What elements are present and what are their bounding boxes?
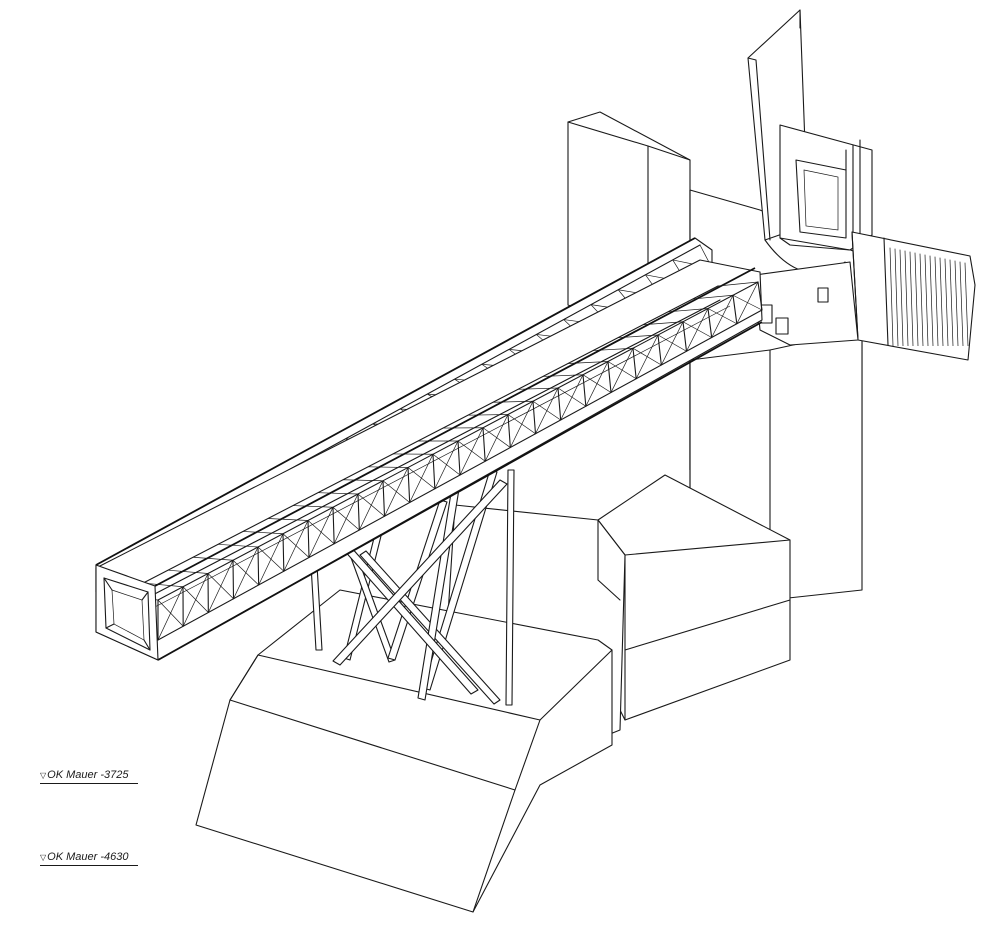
corrugation-rib [894,248,899,347]
corrugation-rib [944,258,949,347]
corrugation-rib [939,257,944,347]
corrugation-rib [904,250,909,347]
deck-stringer [119,299,721,613]
truss-diagonal [510,401,534,448]
truss-diagonal [535,387,559,434]
truss-diagonal [208,560,234,613]
truss-diagonal [585,361,609,407]
corrugation-rib [889,247,894,347]
level-rule-1 [40,783,138,784]
corrugation-rib [934,256,939,347]
truss-post [632,347,637,380]
deck-member [467,414,509,416]
truss-post [232,559,235,600]
truss-diagonal [359,480,384,531]
level-text: OK Mauer -4630 [47,851,129,863]
corrugation-rib [914,252,919,347]
deck-member [167,569,209,574]
deck-member [717,281,759,287]
corrugation-rib [919,253,924,347]
truss-diagonal [157,586,184,641]
truss-diagonal [736,281,759,324]
truss-post [557,387,562,421]
truss-diagonal [686,308,709,352]
corrugation-rib [899,249,904,347]
truss-diagonal [409,454,434,503]
corrugation-rib [929,255,934,347]
bridge-portal-end [95,564,159,661]
truss-post [757,281,763,311]
deck-member [692,294,734,300]
foreground-pedestal [195,589,613,913]
truss-diagonal [635,334,659,379]
truss-diagonal [610,348,634,393]
deck-member [317,492,359,495]
truss-post [532,400,537,435]
truss-diagonal [182,573,209,627]
truss-diagonal [434,440,459,489]
truss-post [482,427,486,462]
deck-member [517,387,559,390]
deck-member [292,505,334,508]
truss-post [457,440,461,476]
corrugation-rib [954,260,959,347]
deck-member [192,556,234,561]
truss-diagonal [661,321,684,366]
truss-diagonal [384,467,409,517]
level-marker-icon: ▽ [40,771,47,780]
bearing-shelf [754,261,859,346]
corrugated-end-block [851,231,976,361]
truss-diagonal [459,427,484,476]
support-struts [309,469,515,706]
deck-member [242,531,284,535]
truss-diagonal [233,546,259,599]
truss-post [707,307,713,339]
level-label-1: ▽OK Mauer -3725 [40,769,128,781]
truss-post [582,374,587,407]
truss-post [682,321,688,352]
gate-structure [747,9,873,274]
deck-member [642,321,684,326]
deck-member [267,518,309,521]
truss-post [732,294,738,325]
corrugation-rib [964,262,969,347]
truss-diagonal [333,493,359,544]
deck-member [342,479,384,482]
corrugation-rib [909,251,914,347]
truss-diagonal [711,295,734,338]
level-marker-icon: ▽ [40,853,47,862]
truss-post [407,466,411,504]
corrugation-rib [959,261,964,347]
deck-member [217,543,259,548]
truss-diagonal [560,374,584,421]
level-label-2: ▽OK Mauer -4630 [40,851,128,863]
truss-post [357,493,360,531]
truss-post [382,480,386,517]
level-rule-2 [40,865,138,866]
level-text: OK Mauer -3725 [47,769,129,781]
truss-post [432,453,436,490]
corrugation-rib [924,254,929,347]
deck-member [492,400,534,403]
truss-post [507,413,511,449]
truss-diagonal [484,414,509,462]
deck-member [367,466,409,468]
truss-post [657,334,662,366]
deck-member [667,308,709,313]
deck-stringer [129,305,731,621]
corrugation-rib [949,259,954,347]
truss-post [607,360,612,394]
